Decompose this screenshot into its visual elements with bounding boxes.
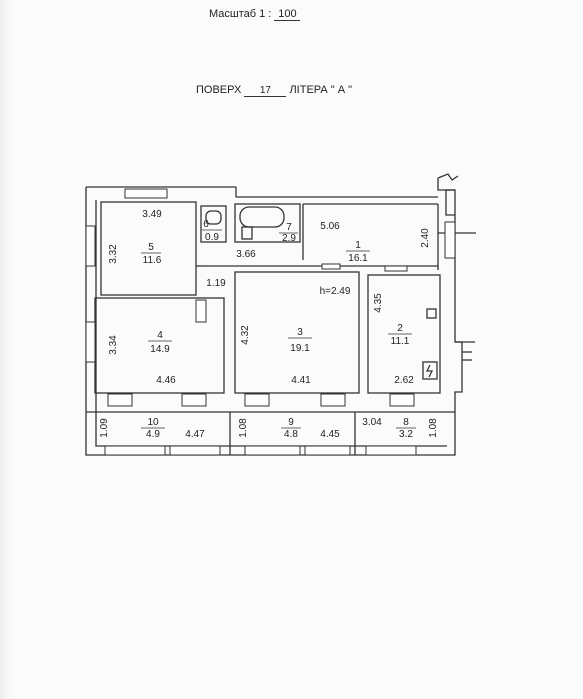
dim-3-04: 3.04 bbox=[362, 417, 382, 428]
dim-1-08-right: 1.08 bbox=[428, 418, 439, 438]
room-number-5: 5 bbox=[148, 242, 154, 253]
dim-1-19: 1.19 bbox=[206, 278, 226, 289]
floor-line: ПОВЕРХ 17 ЛІТЕРА " А " bbox=[196, 84, 352, 97]
dim-2-40: 2.40 bbox=[420, 228, 431, 248]
scale-value: 100 bbox=[274, 8, 301, 21]
dim-4-46: 4.46 bbox=[156, 375, 176, 386]
dimension-labels: 3.49 5.06 3.66 1.19 h=2.49 4.46 4.41 2.6… bbox=[142, 209, 414, 440]
room-number-6: 6 bbox=[203, 219, 209, 230]
litera-value: " А " bbox=[330, 84, 353, 96]
room-number-2: 2 bbox=[397, 323, 403, 334]
dim-3-34: 3.34 bbox=[108, 335, 119, 355]
room-area-8: 3.2 bbox=[399, 429, 413, 440]
room-area-2: 11.1 bbox=[391, 336, 410, 347]
floor-value: 17 bbox=[244, 85, 287, 97]
room-number-9: 9 bbox=[288, 417, 294, 428]
dim-5-06: 5.06 bbox=[320, 221, 340, 232]
floor-label: ПОВЕРХ bbox=[196, 84, 242, 96]
dim-2-62: 2.62 bbox=[394, 375, 414, 386]
dim-4-41: 4.41 bbox=[291, 375, 311, 386]
dim-3-32: 3.32 bbox=[108, 244, 119, 264]
room-area-1: 16.1 bbox=[348, 253, 368, 264]
openings bbox=[85, 188, 456, 456]
dim-3-66: 3.66 bbox=[236, 249, 256, 260]
dim-4-35: 4.35 bbox=[373, 293, 384, 313]
dim-height: h=2.49 bbox=[320, 286, 351, 297]
room-labels: 5 11.6 6 0.9 7 2.9 1 16.1 2 11.1 3 19.1 … bbox=[141, 219, 416, 440]
scale-label: Масштаб 1 : bbox=[209, 8, 272, 20]
room-number-4: 4 bbox=[157, 330, 163, 341]
room-area-9: 4.8 bbox=[284, 429, 298, 440]
dim-1-08-left: 1.08 bbox=[238, 418, 249, 438]
dim-4-45: 4.45 bbox=[320, 429, 340, 440]
room-area-4: 14.9 bbox=[150, 344, 170, 355]
room-number-1: 1 bbox=[355, 240, 361, 251]
scale-line: Масштаб 1 : 100 bbox=[209, 8, 301, 21]
room-number-7: 7 bbox=[286, 222, 292, 233]
litera-label: ЛІТЕРА bbox=[289, 84, 328, 96]
room-area-3: 19.1 bbox=[290, 343, 310, 354]
room-area-5: 11.6 bbox=[143, 255, 162, 266]
dim-1-09: 1.09 bbox=[99, 418, 110, 438]
room-number-10: 10 bbox=[147, 417, 159, 428]
page-edge-shadow bbox=[0, 0, 14, 699]
room-number-8: 8 bbox=[403, 417, 409, 428]
vertical-dimension-labels: 3.32 2.40 4.35 3.34 4.32 1.09 1.08 1.08 bbox=[99, 228, 439, 438]
room-area-10: 4.9 bbox=[146, 429, 160, 440]
walls bbox=[85, 173, 476, 456]
dim-4-32: 4.32 bbox=[240, 325, 251, 345]
dim-4-47: 4.47 bbox=[185, 429, 205, 440]
room-area-6: 0.9 bbox=[205, 232, 219, 243]
room-area-7: 2.9 bbox=[282, 233, 296, 244]
dim-3-49: 3.49 bbox=[142, 209, 162, 220]
room-number-3: 3 bbox=[297, 327, 303, 338]
